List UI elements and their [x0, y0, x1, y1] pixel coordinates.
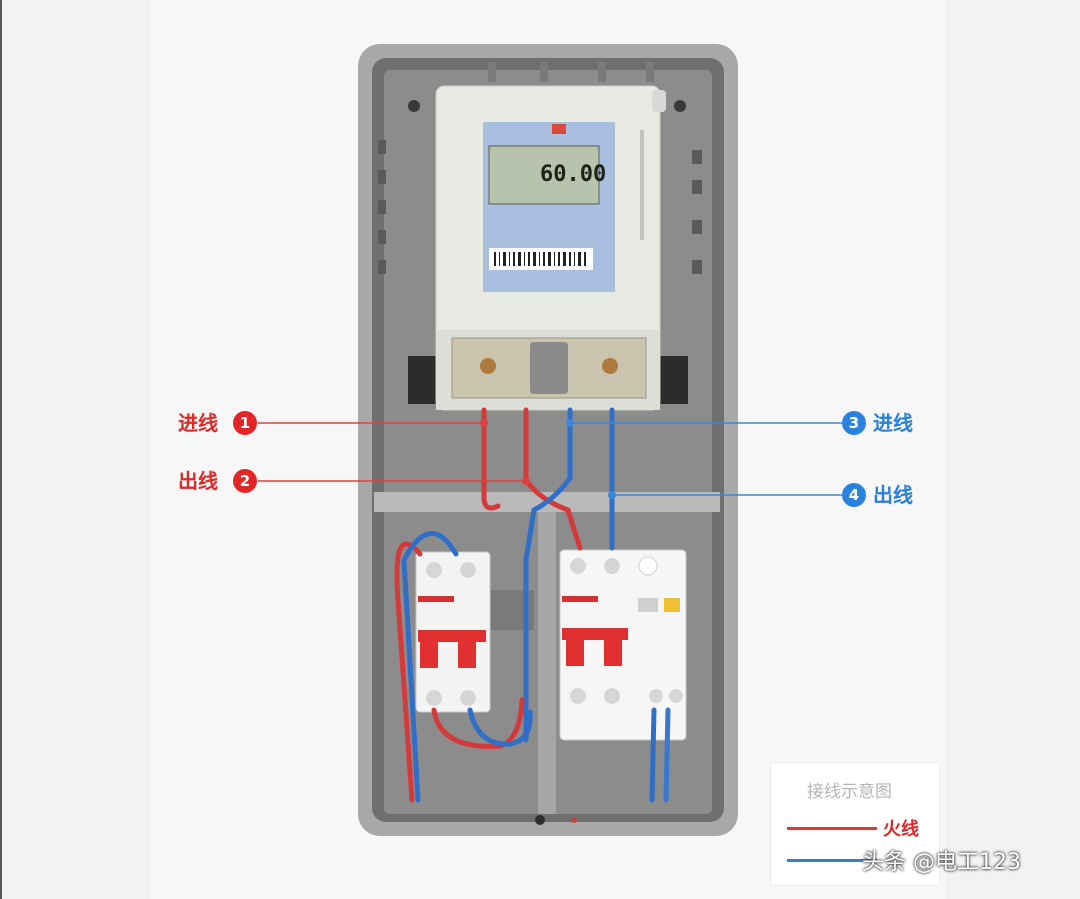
label-out-line-2: 出线: [178, 469, 218, 493]
watermark: 头条 @电工123: [862, 850, 1021, 875]
legend-title: 接线示意图: [807, 782, 892, 802]
badge-3: 3: [842, 411, 866, 435]
electric-meter: [408, 85, 688, 411]
legend-hot-line: [787, 827, 877, 830]
badge-4: 4: [842, 483, 866, 507]
label-in-line-3: 进线: [873, 411, 913, 435]
rcbo-out-2: [663, 707, 671, 803]
vent-slots-right: [692, 150, 702, 274]
bottom-hole: [535, 815, 545, 825]
barcode: [494, 252, 586, 266]
right-breaker: [559, 549, 687, 741]
wires: [394, 407, 671, 803]
legend-hot-label: 火线: [883, 819, 919, 840]
label-in-line-1: 进线: [178, 411, 218, 435]
screw-top-left: [408, 100, 420, 112]
bottom-neutral-loop: [467, 707, 533, 747]
badge-2: 2: [233, 469, 257, 493]
annotation-lines: [258, 419, 842, 499]
vent-slots-left: [378, 140, 386, 274]
left-border-line: [0, 0, 2, 899]
badge-1: 1: [233, 411, 257, 435]
neutral-wire-in: [523, 407, 573, 743]
hot-wire-in: [481, 407, 501, 511]
label-out-line-4: 出线: [873, 483, 913, 507]
legend-neutral-line: [787, 859, 877, 862]
left-breaker: [415, 551, 491, 713]
left-neutral-loop: [401, 531, 459, 803]
top-ribs: [488, 62, 654, 82]
screw-top-right: [674, 100, 686, 112]
wiring-legend: 接线示意图 火线: [770, 762, 940, 886]
rcbo-out-1: [649, 707, 657, 803]
center-partition: [538, 512, 556, 814]
meter-display-value: 60.00: [540, 162, 607, 187]
